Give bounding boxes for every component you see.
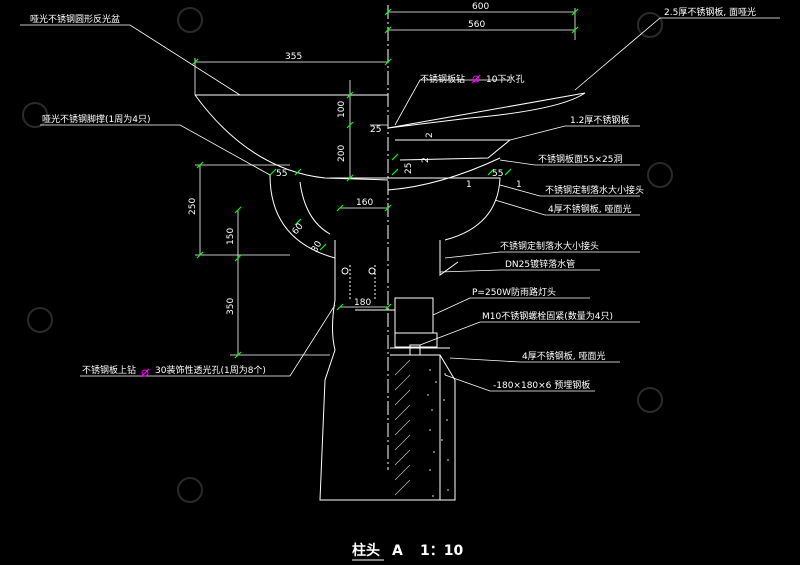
- dimension-lines: [194, 8, 576, 356]
- top-plate-right: [387, 92, 586, 129]
- dimension-ticks: [191, 8, 579, 359]
- bowl-right: [388, 177, 501, 241]
- basin-left: [194, 94, 389, 181]
- label-bolt: M10不锈钢螺栓固紧(数量为4只): [482, 310, 613, 322]
- dim-1b: 1: [516, 180, 522, 190]
- label-drill-hole: 不锈钢板钻: [420, 73, 465, 85]
- column-body: [319, 240, 390, 501]
- dimension-texts: 600 560 355 25 100 200 2 2 25 55 55 1 1 …: [188, 2, 522, 315]
- label-lamp: P=250W防雨路灯头: [472, 286, 556, 298]
- dim-150: 150: [226, 228, 236, 245]
- dim-30: 30: [310, 239, 325, 254]
- dim-2b: 2: [421, 157, 431, 163]
- label-light-holes: 30装饰性透光孔(1周为8个): [155, 364, 266, 376]
- label-embed: -180×180×6 预埋钢板: [493, 379, 590, 391]
- label-top-plate: 2.5厚不锈钢板, 面哑光: [664, 6, 756, 18]
- dim-25a: 25: [370, 125, 381, 135]
- label-fitting-2: 不锈钢定制落水大小接头: [500, 240, 599, 252]
- gravel-fill: [427, 369, 449, 497]
- dim-560: 560: [468, 20, 485, 30]
- dim-180: 180: [354, 298, 371, 308]
- title-ref: A: [392, 543, 403, 559]
- title-main: 柱头: [352, 542, 380, 559]
- dim-25b: 25: [404, 163, 414, 174]
- label-plate-4a: 4厚不锈钢板, 哑面光: [548, 203, 631, 215]
- watermark: [22, 7, 673, 503]
- dim-60: 60: [291, 222, 306, 237]
- dim-55a: 55: [276, 169, 287, 179]
- label-plate-slot: 不锈钢板面55×25洞: [538, 153, 622, 165]
- drill-markers: [140, 74, 481, 378]
- dim-200: 200: [337, 145, 347, 162]
- leader-lines: [20, 17, 780, 392]
- label-pipe: DN25镀锌落水管: [505, 258, 575, 270]
- title-scale: 1：10: [420, 543, 463, 559]
- concrete-hatch: [394, 359, 411, 496]
- dim-250: 250: [188, 198, 198, 215]
- label-side-drill: 不锈钢板上钻: [82, 364, 136, 376]
- label-plate-12: 1.2厚不锈钢板: [570, 114, 629, 126]
- callout-labels: 哑光不锈钢圆形反光盆 哑光不锈钢脚撑(1周为4只) 2.5厚不锈钢板, 面哑光 …: [30, 6, 756, 391]
- column-head-drawing: [194, 5, 586, 501]
- dim-350: 350: [226, 298, 236, 315]
- brace-left: [269, 174, 336, 259]
- label-basin: 哑光不锈钢圆形反光盆: [30, 13, 120, 25]
- drill-marker-icon: [141, 369, 149, 377]
- drill-marker-icon: [472, 75, 480, 83]
- dim-2a: 2: [425, 132, 435, 138]
- label-brace: 哑光不锈钢脚撑(1周为4只): [42, 113, 150, 125]
- dim-1a: 1: [466, 180, 472, 190]
- dim-55b: 55: [492, 169, 503, 179]
- label-plate-4b: 4厚不锈钢板, 哑面光: [522, 350, 605, 362]
- label-fitting-1: 不锈钢定制落水大小接头: [545, 184, 644, 196]
- drawing-title: 柱头 A 1：10: [352, 542, 463, 561]
- dim-600: 600: [472, 2, 489, 12]
- dim-160: 160: [356, 198, 373, 208]
- dim-355: 355: [285, 52, 302, 62]
- dim-100: 100: [337, 101, 347, 118]
- label-drain-hole: 10下水孔: [486, 73, 524, 85]
